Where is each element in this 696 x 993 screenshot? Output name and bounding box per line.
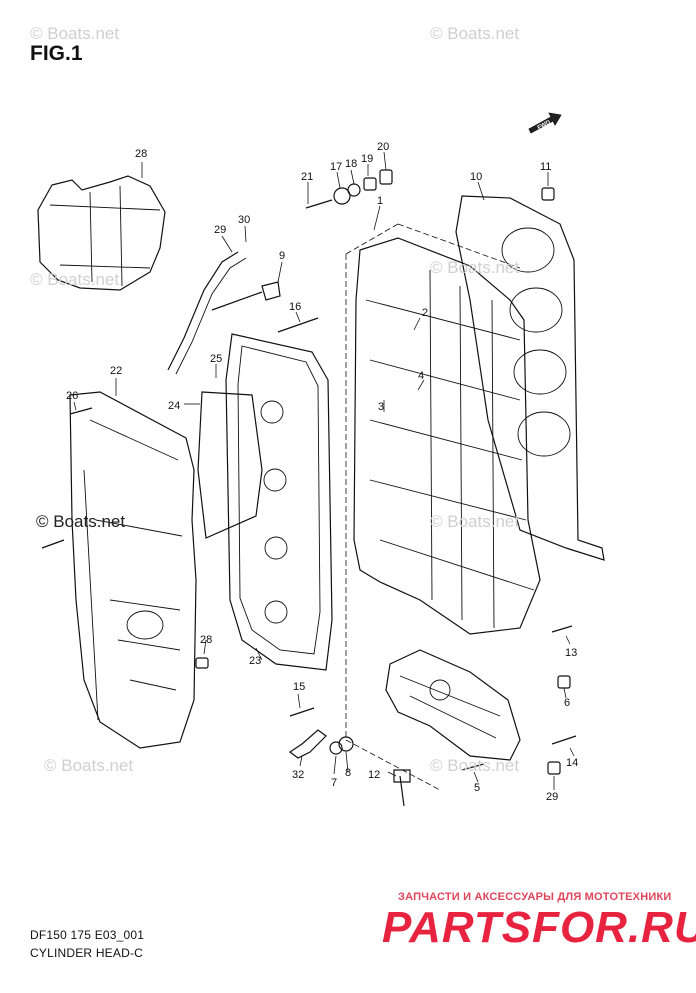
callout-12: 12 bbox=[368, 769, 380, 781]
callout-29-right: 29 bbox=[546, 791, 558, 803]
callout-8: 8 bbox=[345, 767, 351, 779]
watermark: © Boats.net bbox=[44, 756, 134, 775]
leader-lines bbox=[73, 151, 575, 790]
callout-30: 29 bbox=[214, 224, 226, 236]
callout-11: 11 bbox=[540, 161, 551, 173]
callout-6: 6 bbox=[564, 697, 570, 709]
diagram-caption: CYLINDER HEAD-C bbox=[30, 946, 144, 960]
fwd-arrow-icon: FWD bbox=[527, 111, 563, 142]
callout-29-left: 28 bbox=[200, 634, 212, 646]
callout-31: 30 bbox=[238, 214, 250, 226]
callout-2: 2 bbox=[422, 307, 428, 319]
part-12-bolt bbox=[393, 769, 411, 807]
part-16-bolt bbox=[277, 317, 319, 333]
part-10-head-gasket bbox=[455, 195, 605, 561]
callout-labels: 28 29 30 9 16 25 24 22 26 23 21 17 18 19… bbox=[66, 141, 578, 803]
callout-24: 24 bbox=[168, 400, 180, 412]
part-32-sensor bbox=[288, 729, 327, 759]
watermark: © Boats.net bbox=[430, 756, 520, 775]
callout-22: 22 bbox=[110, 365, 122, 377]
callout-26: 26 bbox=[66, 390, 78, 402]
callout-16: 16 bbox=[289, 301, 301, 313]
watermark: © Boats.net bbox=[36, 512, 126, 531]
part-28-cover bbox=[37, 175, 166, 291]
callout-18: 18 bbox=[345, 158, 357, 170]
part-1-cylinder-head bbox=[345, 223, 541, 791]
callout-20: 20 bbox=[377, 141, 389, 153]
parts-17-21-fittings bbox=[305, 169, 393, 209]
callout-21: 21 bbox=[301, 171, 313, 183]
callout-14: 14 bbox=[566, 757, 578, 769]
advert-brand-logo[interactable]: PARTSFOR.RU bbox=[382, 903, 696, 952]
callout-19: 19 bbox=[361, 153, 373, 165]
callout-1: 1 bbox=[377, 195, 383, 207]
watermark: © Boats.net bbox=[430, 24, 520, 43]
part-11-dowel bbox=[541, 187, 555, 201]
watermark: © Boats.net bbox=[30, 270, 120, 289]
watermark: © Boats.net bbox=[430, 512, 520, 531]
callout-32: 32 bbox=[292, 769, 304, 781]
thermostat-housing bbox=[385, 649, 521, 761]
callout-5: 5 bbox=[474, 782, 480, 794]
part-30-hose bbox=[167, 251, 239, 371]
callout-15: 15 bbox=[293, 681, 305, 693]
callout-17: 17 bbox=[330, 161, 342, 173]
callout-7: 7 bbox=[331, 777, 337, 789]
watermark: © Boats.net bbox=[30, 24, 120, 43]
watermark: © Boats.net bbox=[430, 258, 520, 277]
diagram-code: DF150 175 E03_001 bbox=[30, 928, 145, 942]
callout-3: 3 bbox=[378, 401, 384, 413]
part-22-head-cover bbox=[69, 391, 197, 749]
callout-4: 4 bbox=[418, 370, 424, 382]
callout-10: 10 bbox=[470, 171, 482, 183]
callout-9: 9 bbox=[279, 250, 285, 262]
part-9-bolt bbox=[211, 281, 281, 311]
callout-23: 23 bbox=[249, 655, 261, 667]
callout-28: 28 bbox=[135, 148, 147, 160]
advert-tagline: ЗАПЧАСТИ И АКСЕССУАРЫ ДЛЯ МОТОТЕХНИКИ bbox=[398, 891, 672, 903]
callout-25: 25 bbox=[210, 353, 222, 365]
part-24-plate bbox=[197, 391, 263, 539]
callout-13: 13 bbox=[565, 647, 577, 659]
part-23-gasket bbox=[225, 333, 333, 671]
figure-title: FIG.1 bbox=[30, 42, 83, 65]
